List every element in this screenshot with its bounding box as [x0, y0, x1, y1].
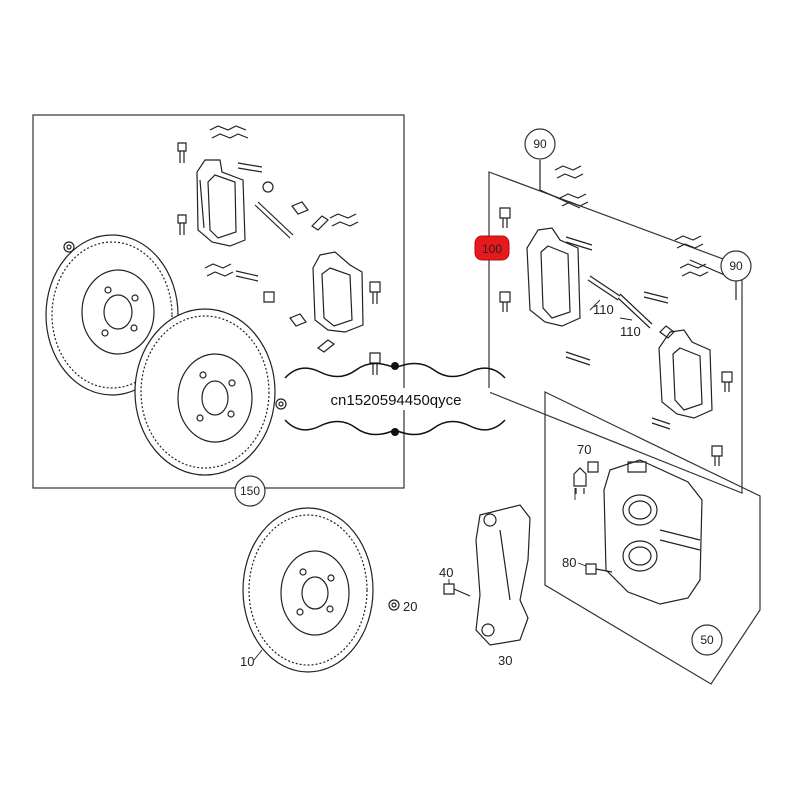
label-20: 20	[403, 599, 417, 614]
brake-pad-right-1	[526, 227, 581, 327]
hardware-right	[499, 160, 737, 466]
leader-lines	[253, 299, 633, 661]
brake-disc-rear	[45, 234, 179, 396]
callout-circle-50	[691, 624, 723, 656]
caliper-bracket	[475, 504, 531, 646]
callout-100-highlight	[474, 235, 510, 261]
brake-disc-front	[134, 308, 276, 476]
assembly-box-100	[488, 171, 743, 494]
hardware-left	[177, 125, 381, 375]
assembly-box-50	[544, 391, 761, 685]
watermark-text: cn1520594450qyce	[331, 392, 462, 409]
caliper-housing	[603, 459, 703, 605]
wheel-nut	[63, 241, 287, 410]
disc-screw	[388, 599, 400, 611]
label-50: 50	[700, 633, 714, 647]
label-100: 100	[482, 242, 502, 256]
label-70: 70	[577, 442, 591, 457]
label-30: 30	[498, 653, 512, 668]
label-150: 150	[240, 484, 260, 498]
callout-circle-90-right	[720, 250, 752, 282]
brake-disc-single	[242, 507, 374, 673]
callouts: 90 90 150 50 100	[234, 128, 752, 656]
callout-circle-150	[234, 475, 266, 507]
label-40: 40	[439, 565, 453, 580]
label-110-lower: 110	[620, 324, 641, 339]
caliper-hardware	[573, 461, 613, 575]
callout-circle-90-top	[524, 128, 556, 160]
label-10: 10	[240, 654, 254, 669]
label-90-right: 90	[729, 259, 743, 273]
label-90-top: 90	[533, 137, 547, 151]
assembly-box-150	[32, 114, 405, 489]
label-110-upper: 110	[593, 302, 614, 317]
label-80: 80	[562, 555, 576, 570]
brake-pad-upper	[196, 159, 246, 247]
bracket-bolt	[443, 583, 471, 597]
brake-pad-right-2	[658, 329, 713, 419]
watermark: cn1520594450qyce	[284, 362, 506, 436]
brake-pad-lower	[312, 251, 364, 333]
